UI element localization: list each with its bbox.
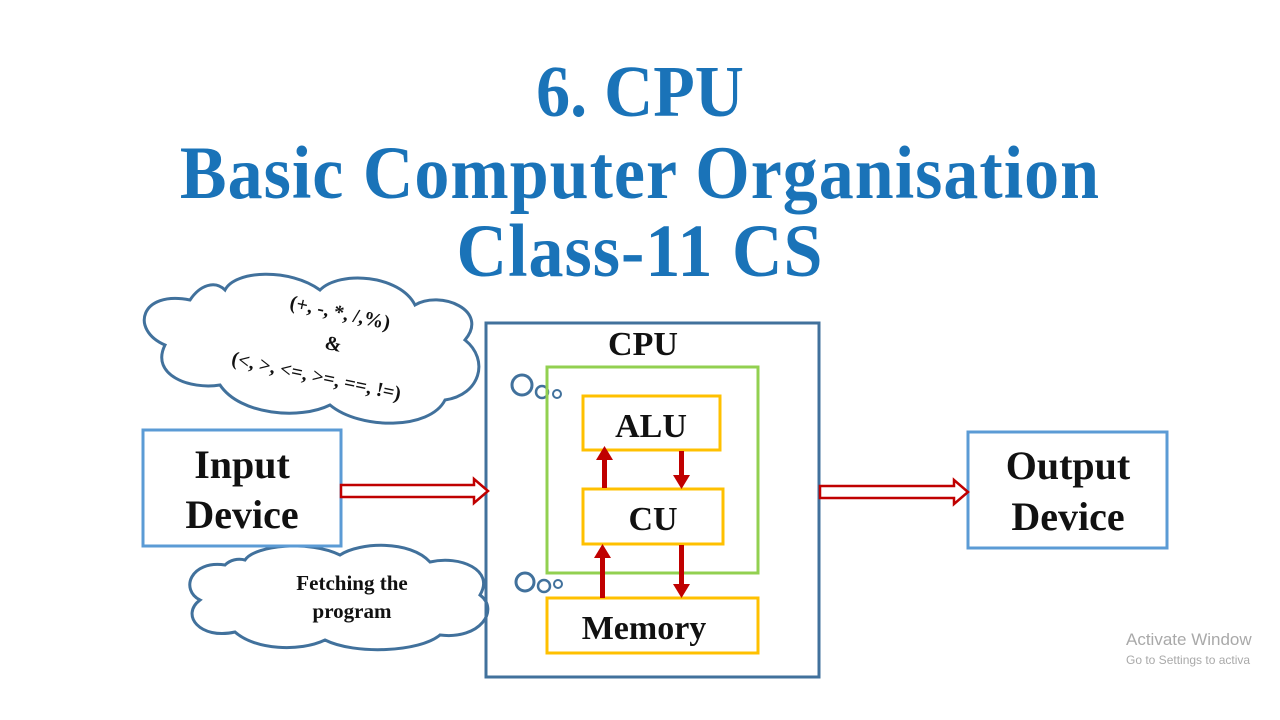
operators-cloud: (+, -, *, /,%) & (<, >, <=, >=, ==, !=) <box>142 272 562 425</box>
alu-label: ALU <box>615 408 687 445</box>
output-device-line-1: Output <box>1006 443 1131 488</box>
cu-box: CU <box>581 487 725 546</box>
cu-label: CU <box>628 501 677 538</box>
alu-box: ALU <box>581 394 722 452</box>
output-device-box: Output Device <box>966 430 1169 550</box>
cu-to-memory-arrow <box>673 545 690 598</box>
memory-label: Memory <box>582 610 707 647</box>
cloud-operators-line-2: & <box>323 332 344 357</box>
cpu-box: CPU <box>484 321 821 679</box>
processor-box <box>545 365 760 575</box>
activate-windows-watermark: Activate Window <box>1126 630 1252 649</box>
input-device-box: Input Device <box>141 428 343 548</box>
alu-to-cu-arrow <box>673 451 690 489</box>
cu-to-alu-arrow <box>596 446 613 488</box>
title-line-1: 6. CPU <box>536 49 744 133</box>
input-device-line-2: Device <box>185 492 298 537</box>
cpu-label: CPU <box>608 326 678 363</box>
cpu-to-output-arrow <box>818 477 970 507</box>
output-device-line-2: Device <box>1011 494 1124 539</box>
fetch-cloud: Fetching the program <box>188 543 563 652</box>
input-to-cpu-arrow <box>339 476 490 506</box>
activate-windows-subtext: Go to Settings to activa <box>1126 653 1251 667</box>
title-line-2: Basic Computer Organisation <box>179 131 1101 216</box>
memory-box: Memory <box>545 596 760 655</box>
input-device-line-1: Input <box>194 442 290 487</box>
cloud-fetch-line-1: Fetching the <box>296 571 407 595</box>
title-line-3: Class-11 CS <box>456 209 824 294</box>
memory-to-cu-arrow <box>594 544 611 598</box>
cloud-fetch-line-2: program <box>313 599 392 623</box>
